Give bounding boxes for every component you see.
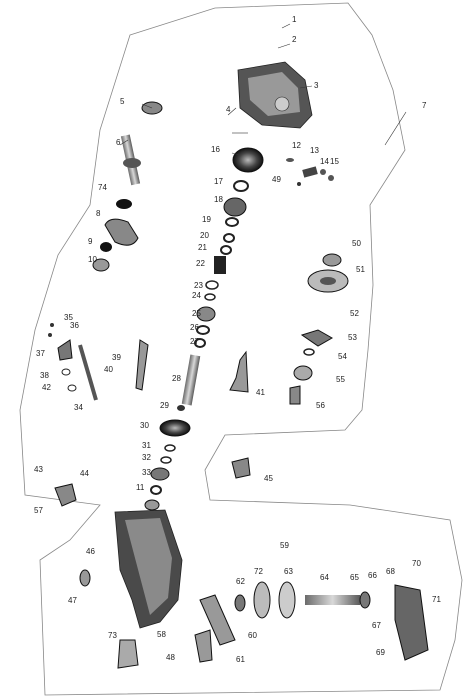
callout-8: 8 [96,209,101,218]
callout-30: 30 [140,421,149,430]
callout-58: 58 [157,630,166,639]
callout-21: 21 [198,243,207,252]
callout-40: 40 [104,365,113,374]
callout-52: 52 [350,309,359,318]
callout-13: 13 [310,146,319,155]
callout-50: 50 [352,239,361,248]
callout-20: 20 [200,231,209,240]
callout-59: 59 [280,541,289,550]
callout-65: 65 [350,573,359,582]
callout-55: 55 [336,375,345,384]
lower-transaxle-housing [79,509,183,669]
callout-56: 56 [316,401,325,410]
callout-16: 16 [211,145,220,154]
callout-60: 60 [248,631,257,640]
callout-17: 17 [214,177,223,186]
shift-linkage-group [48,323,149,401]
callout-22: 22 [196,259,205,268]
callout-61: 61 [236,655,245,664]
bracket-parts [54,457,251,507]
callout-26: 26 [190,323,199,332]
callout-31: 31 [142,441,151,450]
callout-70: 70 [412,559,421,568]
callout-labels: 1234567748910161718192021222324252627282… [34,15,441,664]
callout-23: 23 [194,281,203,290]
callout-67: 67 [372,621,381,630]
callout-57: 57 [34,506,43,515]
callout-1: 1 [292,15,297,24]
brake-gear-group [229,253,349,405]
callout-3: 3 [314,81,319,90]
callout-24: 24 [192,291,201,300]
callout-6: 6 [116,138,121,147]
callout-53: 53 [348,333,357,342]
outline-boundary [19,2,463,696]
callout-10: 10 [88,255,97,264]
callout-51: 51 [356,265,365,274]
callout-38: 38 [40,371,49,380]
callout-34: 34 [74,403,83,412]
callout-25: 25 [192,309,201,318]
callout-41: 41 [256,388,265,397]
callout-63: 63 [284,567,293,576]
callout-69: 69 [376,648,385,657]
callout-44: 44 [80,469,89,478]
callout-37: 37 [36,349,45,358]
callout-68: 68 [386,567,395,576]
callout-66: 66 [368,571,377,580]
main-shaft-stack [144,147,264,511]
callout-11: 11 [136,483,145,492]
input-shaft-group [92,101,163,272]
callout-45: 45 [264,474,273,483]
callout-28: 28 [172,374,181,383]
axle-assembly [194,581,429,663]
callout-48: 48 [166,653,175,662]
callout-4: 4 [226,105,231,114]
shift-detent-parts [286,158,334,186]
callout-39: 39 [112,353,121,362]
callout-64: 64 [320,573,329,582]
callout-9: 9 [88,237,93,246]
callout-47: 47 [68,596,77,605]
callout-12: 12 [292,141,301,150]
callout-71: 71 [432,595,441,604]
callout-5: 5 [120,97,125,106]
callout-73: 73 [108,631,117,640]
callout-49: 49 [272,175,281,184]
callout-7: 7 [422,101,427,110]
callout-14: 14 [320,157,329,166]
callout-2: 2 [292,35,297,44]
callout-42: 42 [42,383,51,392]
callout-46: 46 [86,547,95,556]
callout-29: 29 [160,401,169,410]
leader-lines [119,23,407,156]
callout-36: 36 [70,321,79,330]
callout-33: 33 [142,468,151,477]
callout-15: 15 [330,157,339,166]
callout-19: 19 [202,215,211,224]
callout-54: 54 [338,352,347,361]
callout-74: 74 [98,183,107,192]
callout-18: 18 [214,195,223,204]
callout-62: 62 [236,577,245,586]
upper-gear-housing [237,61,313,129]
callout-32: 32 [142,453,151,462]
callout-43: 43 [34,465,43,474]
callout-72: 72 [254,567,263,576]
callout-35: 35 [64,313,73,322]
callout-27: 27 [190,337,199,346]
